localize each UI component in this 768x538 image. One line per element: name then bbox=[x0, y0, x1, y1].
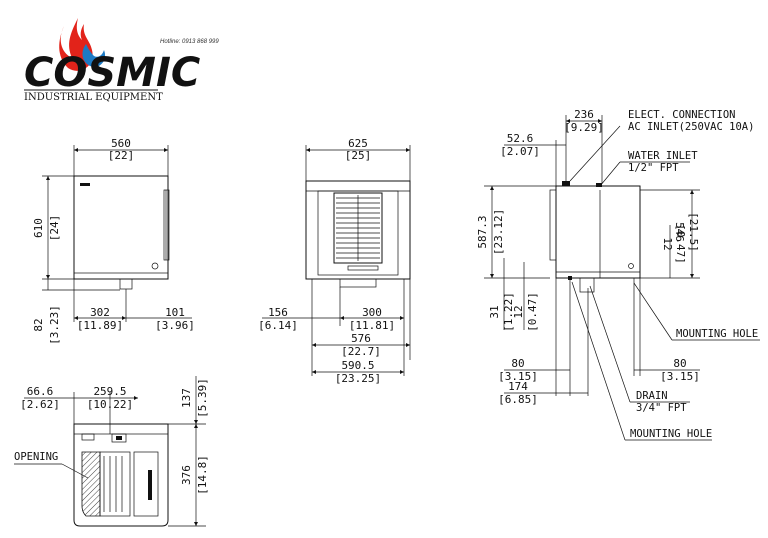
top-view-d137-in-label: [5.39] bbox=[196, 378, 209, 418]
company-logo: COSMIC Hotline: 0913 868 999 INDUSTRIAL … bbox=[24, 18, 219, 103]
side-view-height-in-label: [23.12] bbox=[492, 209, 505, 255]
rear-view-width-in-label: [25] bbox=[345, 149, 372, 162]
side-view-d174-mm-label: 174 bbox=[508, 380, 528, 393]
front-view-height-in-label: [24] bbox=[48, 215, 61, 242]
side-view-foot2-mm-label: 12 bbox=[512, 305, 525, 318]
top-view-d66-in-label: [2.62] bbox=[20, 398, 60, 411]
front-view-offset-in-label: [11.89] bbox=[77, 319, 123, 332]
side-view-height-mm-label: 587.3 bbox=[476, 215, 489, 248]
top-view: 66.6 [2.62] 259.5 [10.22] 137 [5.39] 376… bbox=[14, 376, 209, 527]
rear-view-inner-in-label: [11.81] bbox=[349, 319, 395, 332]
top-view-d376-mm-label: 376 bbox=[180, 465, 193, 485]
rear-view-overall-mm-label: 590.5 bbox=[341, 359, 374, 372]
front-view-base-mm-label: 82 bbox=[32, 318, 45, 331]
side-view-top-in-label: [9.29] bbox=[564, 121, 604, 134]
rear-view: 625 [25] 156 [6.14] 300 [11.81] 576 [22.… bbox=[258, 137, 411, 385]
side-view-mounting-hole-2-label: MOUNTING HOLE bbox=[630, 428, 712, 440]
side-view-left80-mm-label: 80 bbox=[511, 357, 524, 370]
top-view-d137-mm-label: 137 bbox=[180, 388, 193, 408]
front-view: 560 [22] 610 [24] 82 [3.23] 302 [11.89] … bbox=[32, 137, 195, 345]
front-view-offset-mm-label: 302 bbox=[90, 306, 110, 319]
top-view-d259-in-label: [10.22] bbox=[87, 398, 133, 411]
side-view-right-in-label: [21.5] bbox=[687, 212, 700, 252]
logo-subtitle: INDUSTRIAL EQUIPMENT bbox=[24, 92, 163, 103]
side-view-foot-mm-label: 31 bbox=[488, 305, 501, 318]
rear-view-overall-in-label: [23.25] bbox=[335, 372, 381, 385]
logo-hotline: Hotline: 0913 868 999 bbox=[160, 39, 219, 45]
rear-view-mid-mm-label: 576 bbox=[351, 332, 371, 345]
front-view-side-in-label: [3.96] bbox=[155, 319, 195, 332]
side-view-conn-in-label: [2.07] bbox=[500, 145, 540, 158]
side-view-right-mm-label: 546 bbox=[673, 222, 686, 242]
side-view-drain-label-1-label: DRAIN bbox=[636, 390, 668, 402]
side-view-water-label-2-label: 1/2" FPT bbox=[628, 162, 679, 174]
front-view-width-in-label: [22] bbox=[108, 149, 135, 162]
top-view-d376-in-label: [14.8] bbox=[196, 455, 209, 495]
top-view-d259-mm-label: 259.5 bbox=[93, 385, 126, 398]
side-view-right80-in-label: [3.15] bbox=[660, 370, 700, 383]
side-view-elect-label-2-label: AC INLET(250VAC 10A) bbox=[628, 121, 754, 133]
rear-view-inner-mm-label: 300 bbox=[362, 306, 382, 319]
side-view-top-mm-label: 236 bbox=[574, 108, 594, 121]
flame-blue-icon bbox=[82, 44, 106, 67]
side-view-water-label-1-label: WATER INLET bbox=[628, 150, 698, 162]
top-view-opening-label-label: OPENING bbox=[14, 451, 58, 463]
front-view-side-mm-label: 101 bbox=[165, 306, 185, 319]
rear-view-width-mm-label: 625 bbox=[348, 137, 368, 150]
logo-brand-text: COSMIC bbox=[24, 50, 200, 96]
side-view-foot-in-label: [1.22] bbox=[502, 292, 515, 332]
rear-view-left-in-label: [6.14] bbox=[258, 319, 298, 332]
side-view-mounting-hole-1-label: MOUNTING HOLE bbox=[676, 328, 758, 340]
side-view-right80-mm-label: 80 bbox=[673, 357, 686, 370]
side-view-d174-in-label: [6.85] bbox=[498, 393, 538, 406]
side-view: 236 [9.29] 52.6 [2.07] ELECT. CONNECTION… bbox=[476, 108, 760, 441]
side-view-elect-label-1-label: ELECT. CONNECTION bbox=[628, 109, 735, 121]
side-view-drain-label-2-label: 3/4" FPT bbox=[636, 402, 687, 414]
side-view-conn-mm-label: 52.6 bbox=[507, 132, 534, 145]
rear-view-mid-in-label: [22.7] bbox=[341, 345, 381, 358]
front-view-base-in-label: [3.23] bbox=[48, 305, 61, 345]
front-view-height-mm-label: 610 bbox=[32, 218, 45, 238]
side-view-inlet-in-label: [0.47] bbox=[674, 224, 687, 264]
side-view-inlet-mm-label: 12 bbox=[661, 237, 674, 250]
side-view-left80-in-label: [3.15] bbox=[498, 370, 538, 383]
top-view-d66-mm-label: 66.6 bbox=[27, 385, 54, 398]
front-view-width-mm-label: 560 bbox=[111, 137, 131, 150]
side-view-foot2-in-label: [0.47] bbox=[526, 292, 539, 332]
rear-view-left-mm-label: 156 bbox=[268, 306, 288, 319]
